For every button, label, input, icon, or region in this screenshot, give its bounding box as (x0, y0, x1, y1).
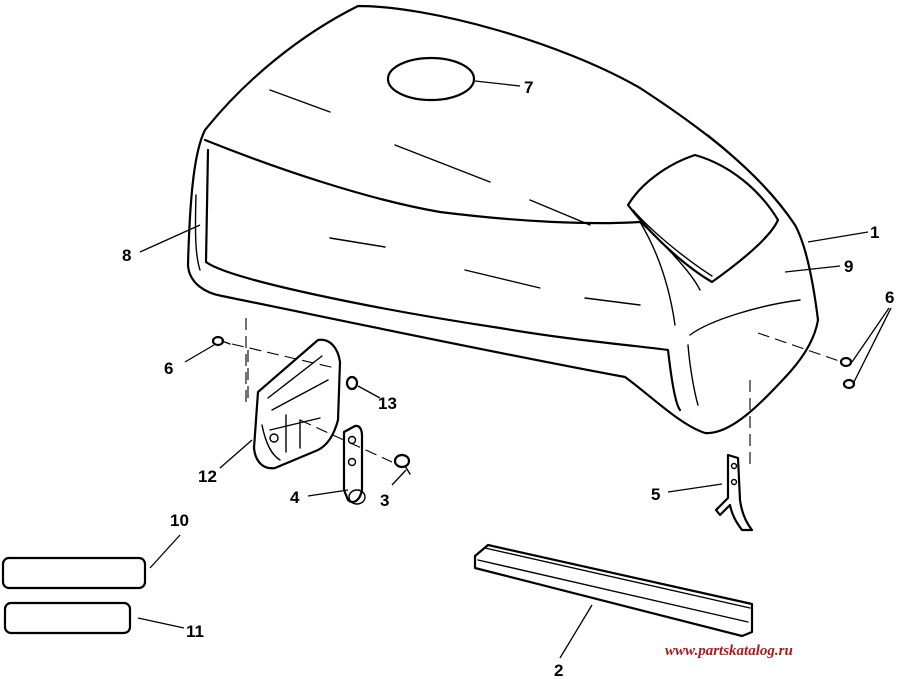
decal-10 (1, 556, 147, 590)
callout-9: 9 (844, 257, 853, 276)
callout-5: 5 (651, 485, 660, 504)
callout-3: 3 (380, 491, 389, 510)
watermark-text: www.partskatalog.ru (665, 643, 793, 659)
screw-3 (393, 453, 411, 475)
callout-6-left: 6 (164, 359, 173, 378)
screw-6-right-lower (842, 378, 856, 390)
callout-10: 10 (170, 511, 189, 530)
callout-2: 2 (554, 661, 563, 679)
latch-hook (714, 453, 754, 532)
callout-13: 13 (378, 394, 397, 413)
round-cap (386, 56, 476, 102)
screw-6-left (211, 335, 231, 347)
callout-11: 11 (186, 622, 204, 641)
callout-12: 12 (198, 467, 217, 486)
side-decal (194, 194, 201, 271)
callout-labels: 7 1 9 8 6 6 13 12 4 3 5 10 11 2 (122, 78, 894, 679)
leader-lines (137, 80, 892, 659)
latch-plate (342, 424, 366, 505)
callout-8: 8 (122, 246, 131, 265)
alignment-lines (231, 318, 843, 465)
seal-strip (473, 543, 754, 638)
engine-cover (186, 4, 820, 435)
callout-7: 7 (524, 78, 533, 97)
callout-6-right: 6 (885, 288, 894, 307)
screw-6-right-upper (839, 356, 853, 368)
rear-window-panel (626, 153, 780, 284)
washer (345, 375, 359, 391)
callout-1: 1 (870, 223, 879, 242)
callout-4: 4 (290, 488, 300, 507)
latch-bracket (252, 338, 342, 470)
decal-11 (3, 601, 132, 635)
